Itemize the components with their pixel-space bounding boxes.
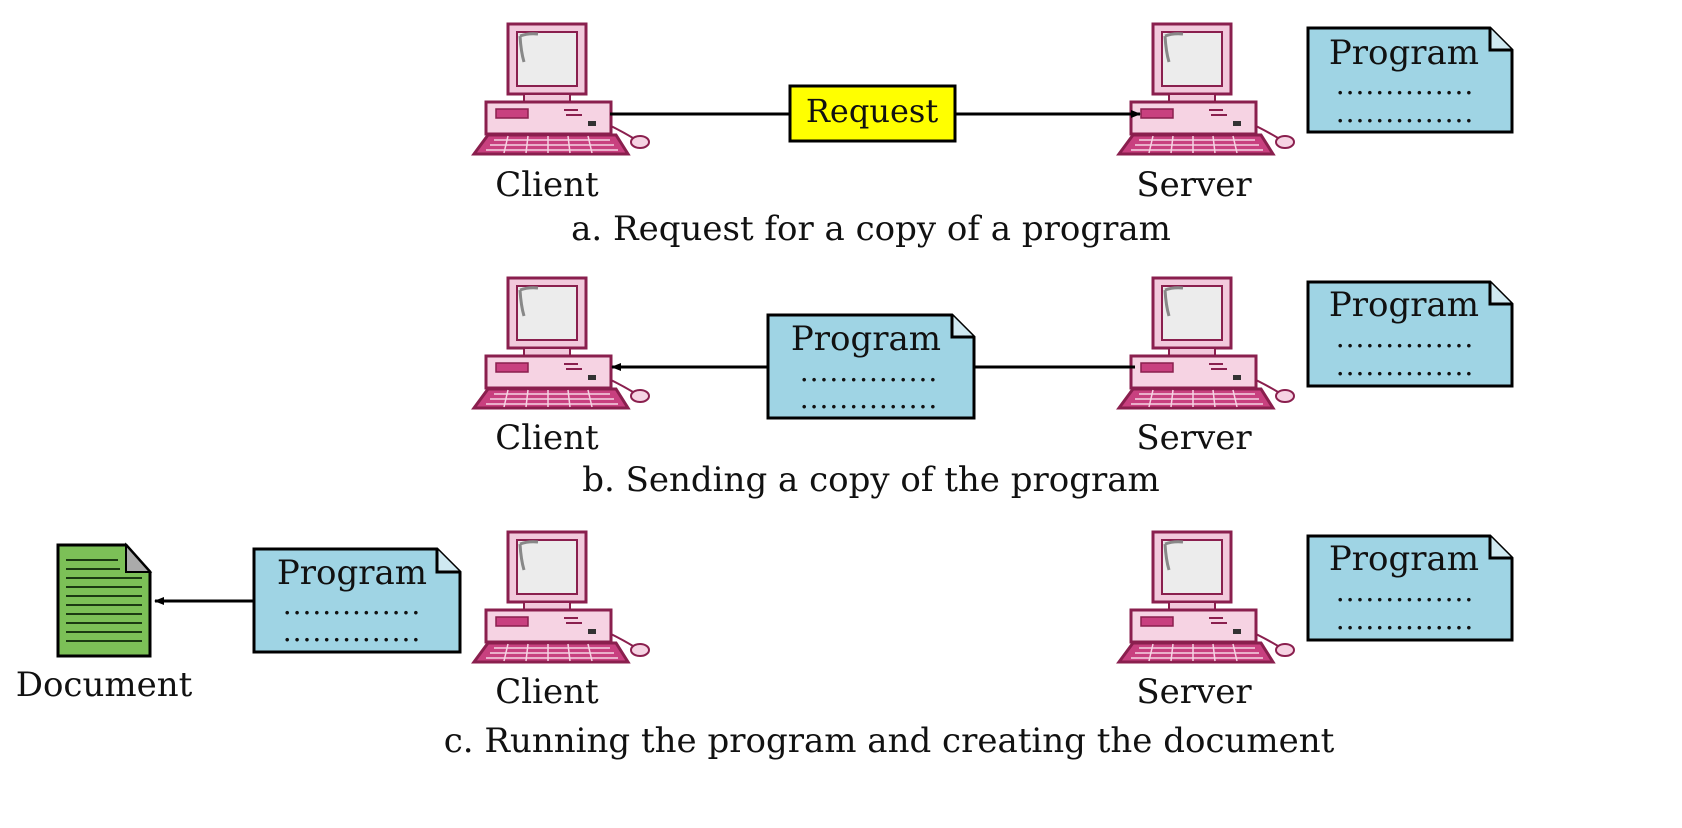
server-label: Server — [1136, 165, 1252, 205]
server-computer-icon — [1117, 530, 1296, 664]
program-doc-title: Program — [1329, 33, 1479, 73]
server-label: Server — [1136, 418, 1252, 458]
caption-a: a. Request for a copy of a program — [571, 209, 1171, 249]
program-doc-line-1: .............. — [1336, 575, 1475, 608]
request-label: Request — [806, 92, 938, 130]
document-icon — [56, 542, 153, 658]
program-doc-line-2: .............. — [1336, 603, 1475, 636]
client-computer-icon — [472, 530, 651, 664]
program-doc-line-1: .............. — [800, 355, 939, 388]
program-doc-line-2: .............. — [800, 382, 939, 415]
panel-a: Request Program .............. .........… — [472, 22, 1514, 249]
client-label: Client — [495, 672, 599, 712]
program-doc-title: Program — [277, 553, 427, 593]
program-doc-line-1: .............. — [1336, 68, 1475, 101]
client-label: Client — [495, 418, 599, 458]
client-program-doc: Program .............. .............. — [252, 547, 462, 654]
program-doc-line-2: .............. — [1336, 349, 1475, 382]
client-computer-icon — [472, 276, 651, 410]
panel-c: Document Program .............. ........… — [16, 530, 1514, 761]
server-computer-icon — [1117, 22, 1296, 156]
program-doc-title: Program — [791, 319, 941, 359]
request-box: Request — [788, 84, 957, 143]
caption-c: c. Running the program and creating the … — [444, 721, 1335, 761]
server-label: Server — [1136, 672, 1252, 712]
server-computer-icon — [1117, 276, 1296, 410]
document-label: Document — [16, 665, 193, 705]
client-label: Client — [495, 165, 599, 205]
program-doc-line-1: .............. — [283, 588, 422, 621]
server-program-doc: Program .............. .............. — [1306, 280, 1514, 388]
server-program-doc: Program .............. .............. — [1306, 534, 1514, 642]
caption-b: b. Sending a copy of the program — [582, 460, 1160, 500]
program-doc-title: Program — [1329, 285, 1479, 325]
program-doc-line-1: .............. — [1336, 321, 1475, 354]
transit-program-doc: Program .............. .............. — [766, 313, 976, 420]
client-computer-icon — [472, 22, 651, 156]
panel-b: Program .............. .............. Pr… — [472, 276, 1514, 500]
program-doc-title: Program — [1329, 539, 1479, 579]
program-doc-line-2: .............. — [283, 615, 422, 648]
program-doc-line-2: .............. — [1336, 96, 1475, 129]
server-program-doc: Program .............. .............. — [1306, 26, 1514, 134]
